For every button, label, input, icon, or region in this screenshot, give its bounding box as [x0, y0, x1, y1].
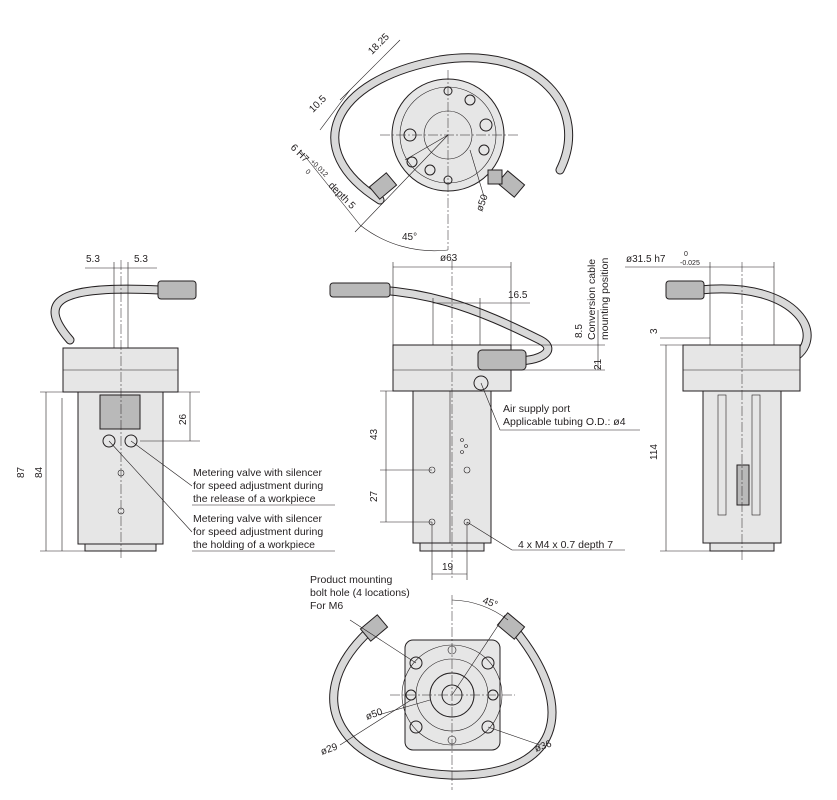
label-conversion-cable-2: mounting position	[599, 258, 611, 340]
dim-bottom-angle: 45°	[481, 595, 499, 611]
bottom-view	[329, 595, 557, 790]
label-mount-2: bolt hole (4 locations)	[310, 587, 410, 599]
dim-right-tol-lower: -0.025	[680, 260, 700, 267]
label-valve-holding-3: the holding of a workpiece	[193, 539, 315, 551]
label-tapped-holes: 4 x M4 x 0.7 depth 7	[518, 539, 613, 551]
dim-right-114: 114	[649, 444, 660, 460]
dim-top-angle: 45°	[402, 232, 417, 243]
front-view	[329, 260, 640, 580]
label-valve-holding-2: for speed adjustment during	[193, 526, 323, 538]
label-air-supply-1: Air supply port	[503, 403, 570, 415]
dim-bottom-dia36: ø36	[533, 738, 553, 754]
dim-bottom-dia50: ø50	[364, 706, 384, 722]
dim-bottom-dia29: ø29	[319, 741, 339, 757]
dim-left-5-3-a: 5.3	[86, 254, 100, 265]
dim-front-43: 43	[369, 428, 380, 440]
dim-front-dia63: ø63	[440, 253, 458, 264]
dim-top-10-5: 10.5	[307, 93, 329, 115]
dim-left-84: 84	[34, 466, 45, 478]
dim-front-27: 27	[369, 490, 380, 502]
label-mount-1: Product mounting	[310, 574, 392, 586]
top-view	[299, 39, 574, 252]
dim-top-fit-tol-lower: 0	[304, 168, 312, 176]
dim-front-21: 21	[593, 358, 604, 370]
dim-left-87: 87	[16, 466, 27, 478]
left-side-view	[40, 260, 200, 560]
dim-top-depth: depth 5	[326, 180, 358, 212]
label-mount-3: For M6	[310, 600, 343, 612]
dim-front-8-5: 8.5	[574, 324, 585, 338]
dim-left-5-3-b: 5.3	[134, 254, 148, 265]
dim-right-tol-upper: 0	[684, 251, 688, 258]
label-air-supply-2: Applicable tubing O.D.: ø4	[503, 416, 626, 428]
dim-right-3: 3	[649, 328, 660, 334]
right-side-view	[625, 262, 812, 560]
label-valve-release-3: the release of a workpiece	[193, 493, 316, 505]
label-valve-release-2: for speed adjustment during	[193, 480, 323, 492]
dim-top-dia50: ø50	[474, 193, 490, 213]
dim-front-19: 19	[442, 562, 454, 573]
dim-left-26: 26	[178, 413, 189, 425]
dim-top-fit: 6 H7	[288, 142, 311, 165]
label-valve-release-1: Metering valve with silencer	[193, 467, 322, 479]
label-conversion-cable-1: Conversion cable	[586, 259, 598, 340]
label-valve-holding-1: Metering valve with silencer	[193, 513, 322, 525]
dim-top-18-25: 18.25	[366, 31, 392, 57]
dim-top-fit-tol-upper: +0.012	[309, 158, 329, 178]
dim-front-16-5: 16.5	[508, 290, 528, 301]
dim-right-dia31-5: ø31.5 h7	[626, 254, 666, 265]
